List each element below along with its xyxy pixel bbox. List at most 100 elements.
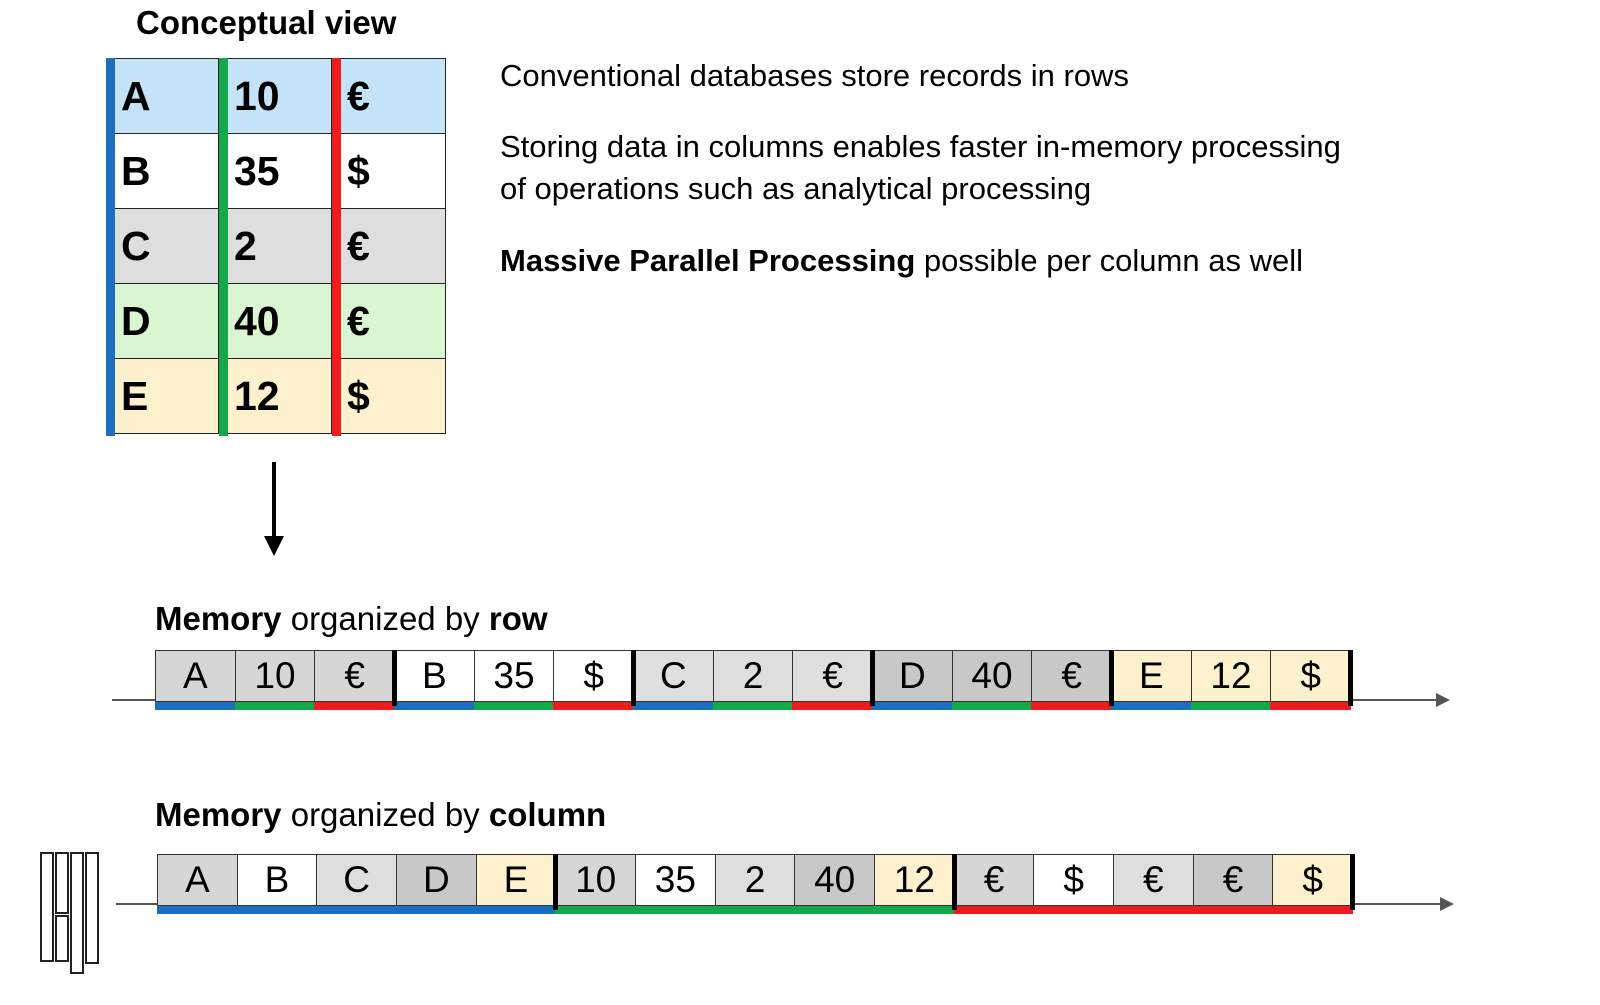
- conceptual-cell: $: [332, 358, 446, 434]
- columnar-store-icon: [40, 852, 99, 974]
- memory-cell: 12: [874, 854, 955, 906]
- conceptual-cell: 35: [219, 133, 332, 209]
- memory-group-separator: [1350, 854, 1355, 910]
- memory-group-separator: [951, 854, 957, 910]
- row-memory-label-mid: organized by: [281, 600, 489, 637]
- memory-cell-underline: [714, 906, 796, 914]
- memory-cell-underline: [951, 702, 1033, 710]
- memory-cell: 10: [555, 854, 636, 906]
- memory-cell: $: [1272, 854, 1353, 906]
- memory-cell: 10: [234, 650, 316, 702]
- memory-cell: D: [396, 854, 477, 906]
- memory-cell-underline: [236, 906, 318, 914]
- memory-cell-underline: [1272, 906, 1353, 914]
- row-memory-axis-arrow-icon: [1436, 693, 1450, 707]
- memory-cell: 2: [714, 854, 796, 906]
- memory-cell: 35: [473, 650, 555, 702]
- conceptual-column-bar: [332, 58, 341, 436]
- memory-group-separator: [1109, 650, 1114, 706]
- column-memory-label: Memory organized by column: [155, 796, 606, 834]
- conceptual-cell: 2: [219, 208, 332, 284]
- conceptual-cell: €: [332, 283, 446, 359]
- memory-cell: B: [236, 854, 318, 906]
- memory-cell-underline: [1033, 906, 1114, 914]
- conceptual-column-bar: [106, 58, 115, 436]
- conceptual-cell: €: [332, 208, 446, 284]
- memory-cell: $: [1270, 650, 1351, 702]
- conceptual-cell: 40: [219, 283, 332, 359]
- memory-cell-underline: [155, 702, 236, 710]
- column-memory-label-mid: organized by: [281, 796, 489, 833]
- memory-cell: $: [553, 650, 634, 702]
- memory-cell: €: [1192, 854, 1274, 906]
- memory-cell: D: [872, 650, 953, 702]
- conceptual-cell: B: [106, 133, 219, 209]
- memory-cell: €: [953, 854, 1035, 906]
- column-memory-label-bold2: column: [488, 796, 607, 833]
- note-mpp: Massive Parallel Processing possible per…: [500, 240, 1303, 282]
- conceptual-cell: $: [332, 133, 446, 209]
- memory-cell-underline: [234, 702, 316, 710]
- arrow-down-icon: [272, 462, 276, 540]
- memory-cell: €: [314, 650, 395, 702]
- arrow-down-head: [264, 536, 284, 556]
- conceptual-column-bar: [219, 58, 228, 436]
- memory-cell: 12: [1190, 650, 1272, 702]
- memory-cell-underline: [1192, 906, 1274, 914]
- memory-cell: A: [157, 854, 238, 906]
- conceptual-cell: C: [106, 208, 219, 284]
- memory-cell-underline: [316, 906, 397, 914]
- memory-cell: €: [792, 650, 873, 702]
- memory-cell-underline: [157, 906, 238, 914]
- memory-cell-underline: [874, 906, 955, 914]
- memory-cell: C: [316, 854, 397, 906]
- memory-cell: €: [1113, 854, 1194, 906]
- memory-group-separator: [553, 854, 559, 910]
- row-memory-label: Memory organized by row: [155, 600, 548, 638]
- conceptual-cell: €: [332, 58, 446, 134]
- note-column-storage-1: Storing data in columns enables faster i…: [500, 129, 1341, 164]
- memory-cell-underline: [953, 906, 1035, 914]
- memory-cell-underline: [712, 702, 794, 710]
- row-memory-label-bold2: row: [488, 600, 548, 637]
- memory-cell: C: [633, 650, 714, 702]
- column-memory-label-bold1: Memory: [155, 796, 282, 833]
- memory-cell-underline: [1270, 702, 1351, 710]
- conceptual-cell: E: [106, 358, 219, 434]
- memory-cell-underline: [314, 702, 395, 710]
- note-mpp-rest: possible per column as well: [915, 243, 1303, 278]
- column-memory-axis-arrow-icon: [1440, 897, 1454, 911]
- memory-group-separator: [631, 650, 636, 706]
- memory-cell-underline: [1031, 702, 1112, 710]
- memory-cell-underline: [872, 702, 953, 710]
- memory-cell-underline: [1111, 702, 1192, 710]
- memory-cell-underline: [475, 906, 557, 914]
- note-row-storage: Conventional databases store records in …: [500, 58, 1129, 93]
- memory-group-separator: [1348, 650, 1353, 706]
- memory-cell: A: [155, 650, 236, 702]
- memory-cell-underline: [633, 702, 714, 710]
- memory-cell-underline: [1113, 906, 1194, 914]
- memory-cell-underline: [396, 906, 477, 914]
- conceptual-cell: D: [106, 283, 219, 359]
- memory-cell-underline: [794, 906, 875, 914]
- conceptual-cell: A: [106, 58, 219, 134]
- memory-group-separator: [870, 650, 875, 706]
- conceptual-view-title: Conceptual view: [136, 4, 397, 41]
- memory-cell: B: [394, 650, 475, 702]
- memory-cell-underline: [555, 906, 636, 914]
- conceptual-cell: 12: [219, 358, 332, 434]
- memory-cell-underline: [553, 702, 634, 710]
- memory-cell: $: [1033, 854, 1114, 906]
- memory-cell: E: [475, 854, 557, 906]
- memory-cell-underline: [792, 702, 873, 710]
- memory-cell-underline: [635, 906, 716, 914]
- memory-cell-underline: [1190, 702, 1272, 710]
- memory-cell: 40: [794, 854, 875, 906]
- note-column-storage-2: of operations such as analytical process…: [500, 171, 1092, 206]
- memory-cell: 40: [951, 650, 1033, 702]
- conceptual-cell: 10: [219, 58, 332, 134]
